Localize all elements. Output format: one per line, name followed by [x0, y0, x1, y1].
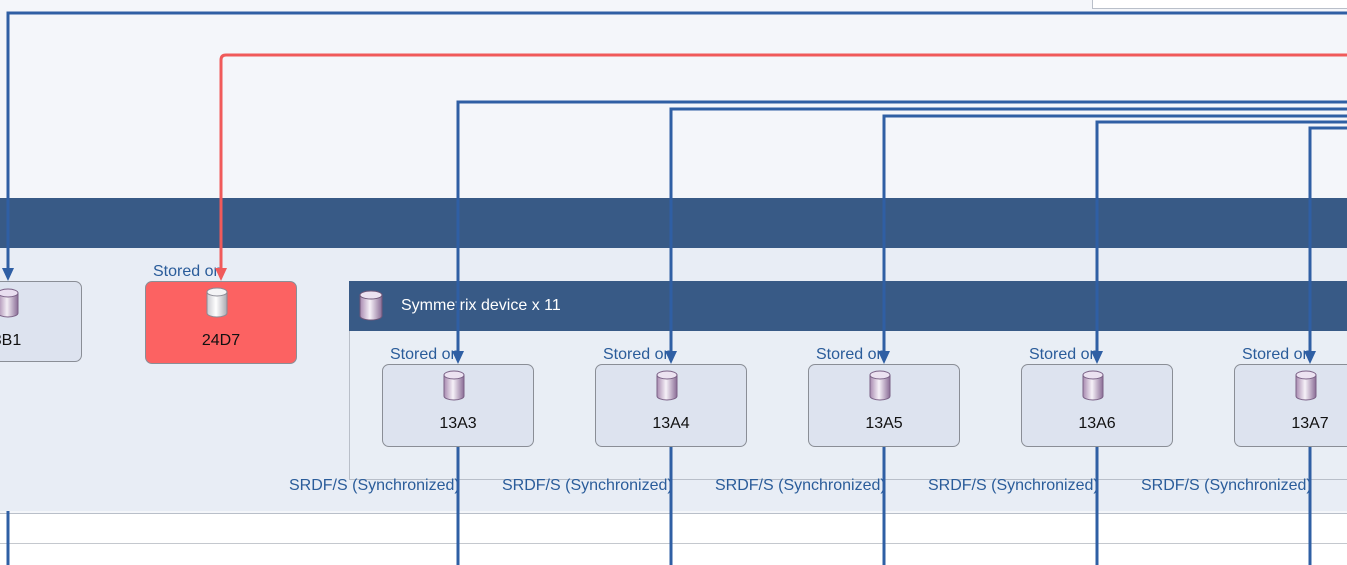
arrow-head [665, 351, 677, 364]
device-node[interactable]: 13A3 [382, 364, 534, 447]
disk-cylinder-icon [0, 286, 24, 325]
arrow-head [878, 351, 890, 364]
stored-on-label: Stored on [1242, 346, 1312, 363]
arrow-head [2, 268, 14, 281]
device-label: 13A3 [439, 415, 477, 432]
arrow-head [452, 351, 464, 364]
link-line [669, 107, 1347, 352]
device-node[interactable]: 13A6 [1021, 364, 1173, 447]
disk-cylinder-icon [864, 368, 896, 409]
device-label: 24D7 [201, 332, 241, 349]
disk-cylinder-icon [201, 285, 233, 326]
device-group-title: Symmetrix device x 11 [401, 297, 561, 314]
link-line [6, 11, 1347, 268]
device-group-header[interactable]: Symmetrix device x 11 [349, 281, 1347, 331]
replication-label: SRDF/S (Synchronized) [715, 477, 886, 494]
link-line [1095, 120, 1347, 352]
link-line-alert [219, 53, 1347, 268]
storage-group-header[interactable] [0, 198, 1347, 248]
link-line [1308, 126, 1347, 352]
disk-cylinder-icon [1077, 368, 1109, 409]
link-line [456, 100, 1347, 352]
device-node-alert[interactable]: 24D7 [145, 281, 297, 364]
divider [0, 543, 1347, 544]
link-line [882, 114, 1347, 352]
device-node[interactable]: 13A7 [1234, 364, 1347, 447]
replication-label: SRDF/S (Synchronized) [502, 477, 673, 494]
device-label: 13A4 [652, 415, 690, 432]
arrow-head-alert [215, 268, 227, 281]
device-node[interactable]: 13A5 [808, 364, 960, 447]
replication-label: SRDF/S (Synchronized) [1141, 477, 1312, 494]
stored-on-label: Stored on [603, 346, 673, 363]
device-label: 13A5 [865, 415, 903, 432]
stored-on-label: Stored on [1029, 346, 1099, 363]
device-label: 13A6 [1078, 415, 1116, 432]
disk-cylinder-icon [1290, 368, 1322, 409]
device-label: 3B1 [0, 332, 22, 349]
replication-label: SRDF/S (Synchronized) [289, 477, 460, 494]
stored-on-label: Stored on [390, 346, 460, 363]
stored-on-label: Stored on [153, 263, 223, 280]
device-label: 13A7 [1291, 415, 1329, 432]
replication-label: SRDF/S (Synchronized) [928, 477, 1099, 494]
disk-cylinder-icon [357, 289, 385, 328]
device-node[interactable]: 3B1 [0, 281, 82, 362]
stored-on-label: Stored on [816, 346, 886, 363]
disk-cylinder-icon [438, 368, 470, 409]
arrow-head [1091, 351, 1103, 364]
arrow-head [1304, 351, 1316, 364]
device-node[interactable]: 13A4 [595, 364, 747, 447]
top-right-panel [1092, 0, 1347, 9]
disk-cylinder-icon [651, 368, 683, 409]
